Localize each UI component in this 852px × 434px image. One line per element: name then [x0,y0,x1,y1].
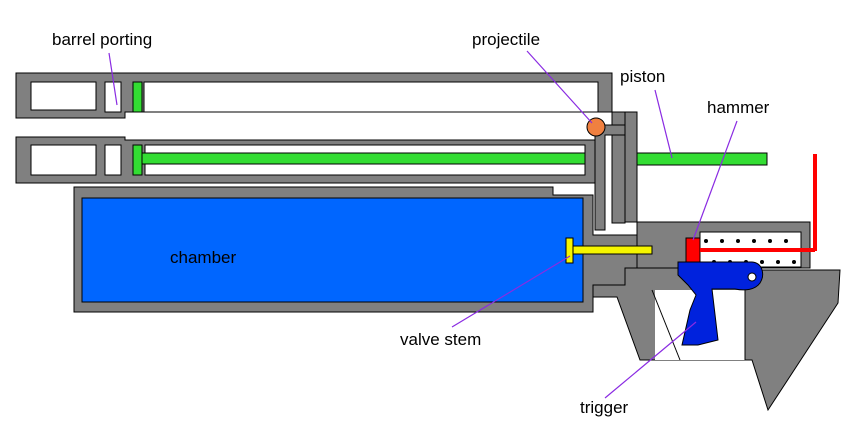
leader-barrel-porting [108,52,118,106]
hammer-block [685,237,701,264]
leader-lines [108,50,738,399]
label-piston: piston [620,67,666,86]
label-projectile: projectile [472,30,541,49]
hammer-housing [636,221,811,269]
transfer-channel [594,73,638,231]
external-piston-rod [636,152,768,166]
upper-barrel-housing [15,72,613,119]
trigger-pivot [747,272,757,282]
chamber-air-reservoir [81,197,584,303]
piston-assembly [132,81,768,176]
cocking-rod [813,154,817,251]
leader-hammer [692,120,738,241]
label-trigger: trigger [580,398,629,417]
piston-rod [141,152,586,165]
valve-stem [565,237,653,264]
label-barrel-porting: barrel porting [52,30,153,49]
label-hammer: hammer [707,98,770,117]
leader-valve-stem [451,255,571,328]
leader-projectile [526,50,593,124]
trigger-lever [677,261,764,346]
label-valve-stem: valve stem [400,330,482,349]
port-piston [132,81,143,113]
leader-piston [654,89,673,159]
leader-trigger [604,321,697,399]
label-chamber: chamber [170,248,237,267]
piston-head [132,144,143,176]
